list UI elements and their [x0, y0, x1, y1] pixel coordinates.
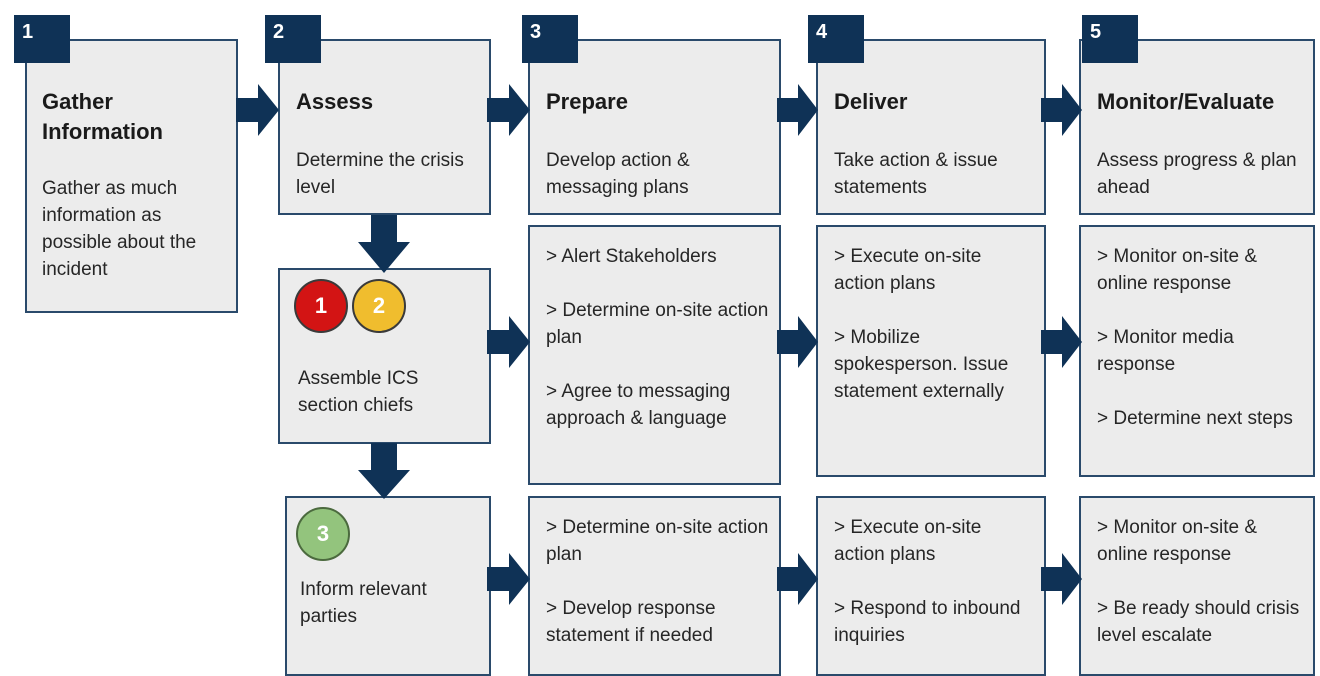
step-4-badge: 4: [808, 15, 864, 63]
prepare-row2-list: > Determine on-site action plan > Develo…: [546, 514, 771, 649]
deliver-row1-list: > Execute on-site action plans > Mobiliz…: [834, 243, 1034, 405]
arrow-right-icon: [777, 553, 818, 605]
arrow-right-icon: [487, 84, 530, 136]
monitor-row1-box: [1079, 225, 1315, 477]
step-3-badge: 3: [522, 15, 578, 63]
monitor-row2-box: [1079, 496, 1315, 676]
arrow-right-icon: [777, 84, 818, 136]
monitor-row1-list: > Monitor on-site & online response > Mo…: [1097, 243, 1302, 432]
arrow-down-icon: [358, 443, 410, 499]
crisis-level-3-indicator: 3: [296, 507, 350, 561]
arrow-right-icon: [236, 84, 279, 136]
step-2-box: [278, 39, 491, 215]
step-2-description: Determine the crisis level: [296, 150, 464, 198]
crisis-level-2-indicator: 2: [352, 279, 406, 333]
list-item: > Monitor on-site & online response: [1097, 246, 1257, 294]
step-4-box: [816, 39, 1046, 215]
deliver-row2-list: > Execute on-site action plans > Respond…: [834, 514, 1034, 649]
step-1-box: [25, 39, 238, 313]
list-item: > Execute on-site action plans: [834, 517, 982, 565]
prepare-row1-list: > Alert Stakeholders > Determine on-site…: [546, 243, 771, 432]
list-item: > Monitor media response: [1097, 327, 1234, 375]
deliver-row2-box: [816, 496, 1046, 676]
list-item: > Develop response statement if needed: [546, 598, 716, 646]
list-item: > Be ready should crisis level escalate: [1097, 598, 1300, 646]
step-5-badge: 5: [1082, 15, 1138, 63]
step-1-badge: 1: [14, 15, 70, 63]
arrow-right-icon: [487, 316, 530, 368]
list-item: > Determine next steps: [1097, 408, 1293, 429]
step-3-box: [528, 39, 781, 215]
list-item: > Monitor on-site & online response: [1097, 517, 1257, 565]
arrow-right-icon: [1041, 553, 1082, 605]
monitor-row2-list: > Monitor on-site & online response > Be…: [1097, 514, 1307, 649]
prepare-row1-box: [528, 225, 781, 485]
list-item: > Agree to messaging approach & language: [546, 381, 731, 429]
assemble-label: Assemble ICS section chiefs: [298, 368, 419, 416]
step-3-title: Prepare: [546, 89, 628, 114]
arrow-right-icon: [1041, 316, 1082, 368]
step-2-title: Assess: [296, 89, 374, 114]
list-item: > Determine on-site action plan: [546, 517, 769, 565]
deliver-row1-box: [816, 225, 1046, 477]
arrow-right-icon: [487, 553, 530, 605]
arrow-right-icon: [1041, 84, 1082, 136]
crisis-level-1-indicator: 1: [294, 279, 348, 333]
step-4-description: Take action & issue statements: [834, 150, 998, 198]
step-1-description: Gather as much information as possible a…: [42, 178, 197, 280]
step-2-badge: 2: [265, 15, 321, 63]
list-item: > Alert Stakeholders: [546, 246, 717, 267]
step-5-title: Monitor/Evaluate: [1097, 89, 1275, 114]
list-item: > Mobilize spokesperson. Issue statement…: [834, 327, 1009, 402]
list-item: > Determine on-site action plan: [546, 300, 769, 348]
step-3-description: Develop action & messaging plans: [546, 150, 690, 198]
step-5-description: Assess progress & plan ahead: [1097, 150, 1297, 198]
list-item: > Respond to inbound inquiries: [834, 598, 1021, 646]
arrow-right-icon: [777, 316, 818, 368]
inform-label: Inform relevant parties: [300, 579, 427, 627]
step-5-box: [1079, 39, 1315, 215]
step-4-title: Deliver: [834, 89, 908, 114]
arrow-down-icon: [358, 215, 410, 273]
list-item: > Execute on-site action plans: [834, 246, 982, 294]
step-1-title: Gather Information: [42, 89, 163, 144]
